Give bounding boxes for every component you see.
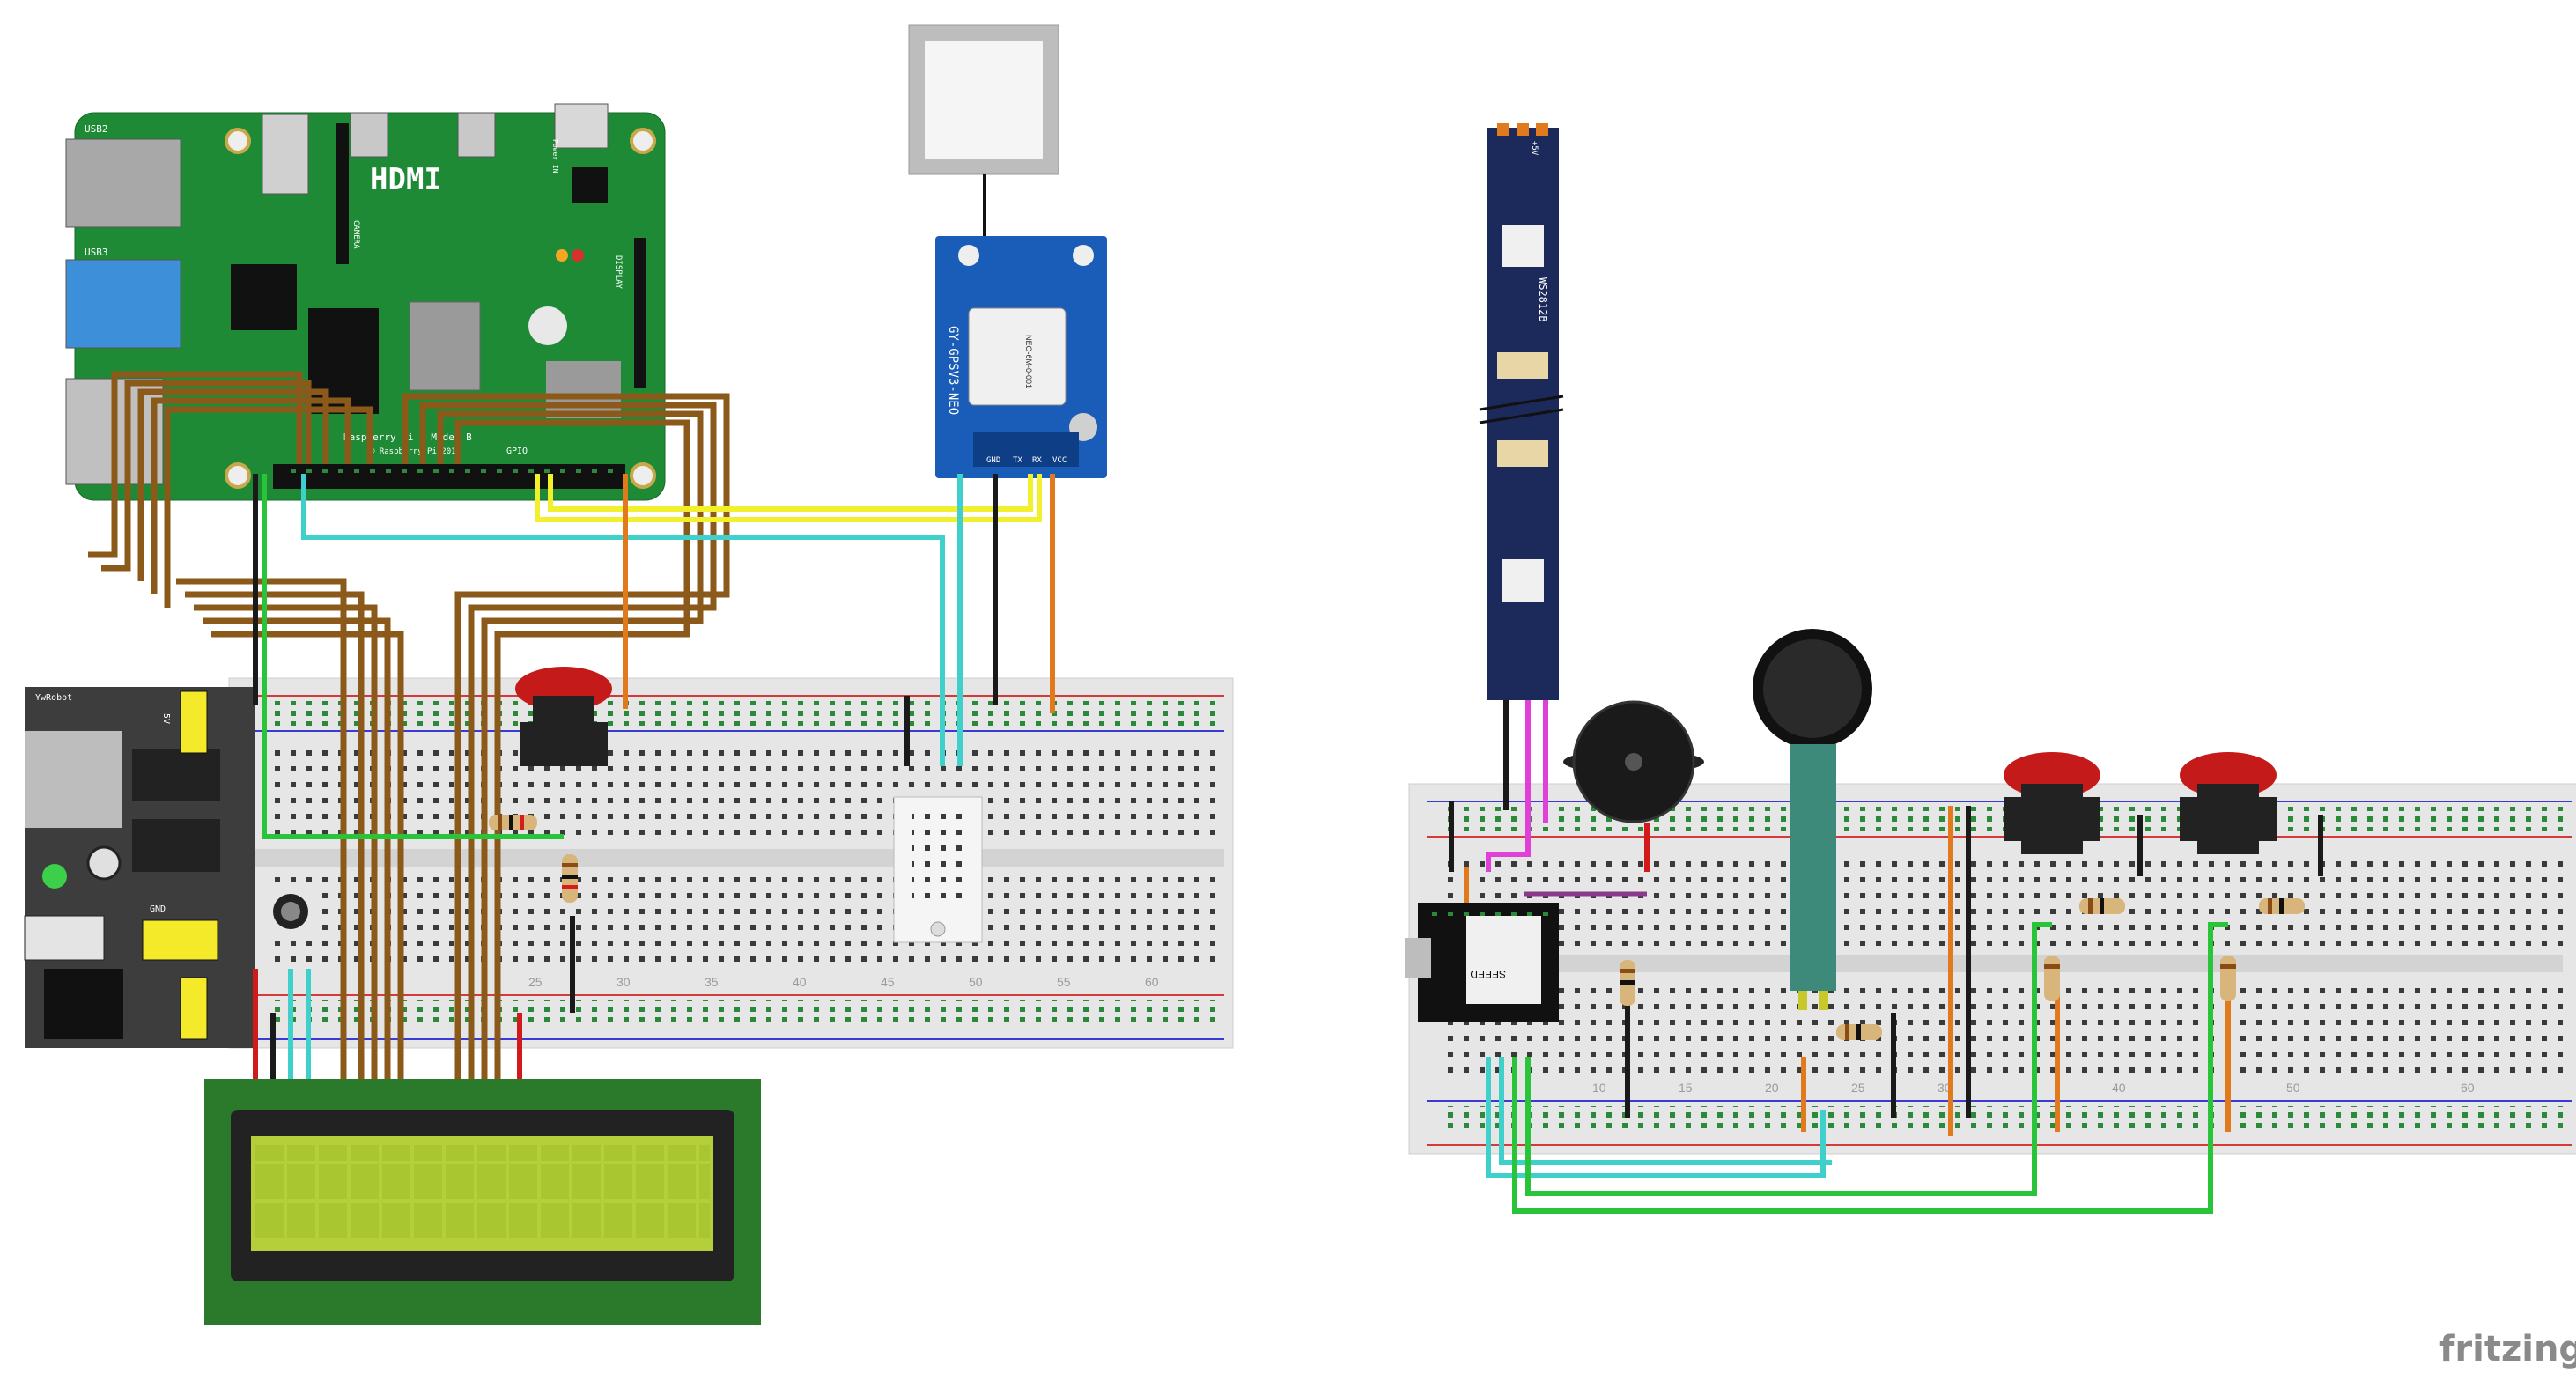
bb-right-colnum-20: 20 xyxy=(1765,1081,1779,1095)
gps-pin-rx: RX xyxy=(1032,456,1042,465)
usb-port xyxy=(25,731,122,828)
breadboard-right: 10 15 20 25 30 40 50 60 xyxy=(1408,783,2576,1155)
button[interactable] xyxy=(24,915,105,961)
gpio-header xyxy=(273,464,625,489)
bb-left-colnum-55: 55 xyxy=(1057,975,1071,989)
bb-right-colnum-25: 25 xyxy=(1851,1081,1865,1095)
dc-jack xyxy=(44,969,123,1039)
soc-chip xyxy=(231,264,297,330)
resistor-left-1 xyxy=(489,815,537,830)
wifi-shield xyxy=(409,301,481,391)
power-switch[interactable] xyxy=(86,845,122,881)
bb-left-colnum-40: 40 xyxy=(793,975,807,989)
fritzing-logo: fritzing xyxy=(2439,1329,2576,1369)
bb-left-colnum-45: 45 xyxy=(881,975,895,989)
display-connector xyxy=(634,238,646,388)
usb-c-power xyxy=(554,103,609,149)
ws2812b-led-2 xyxy=(1502,559,1544,602)
push-button-right-2[interactable] xyxy=(2180,752,2277,854)
usb2-label: USB2 xyxy=(85,123,108,135)
resistor-right-6 xyxy=(2220,956,2236,1001)
bb-left-colnum-30: 30 xyxy=(616,975,631,989)
bb-left-colnum-25: 25 xyxy=(528,975,543,989)
bb-right-colnum-30: 30 xyxy=(1938,1081,1952,1095)
usb2-port xyxy=(65,138,181,228)
gpio-label: GPIO xyxy=(506,447,528,456)
wires-right xyxy=(1449,700,2323,1214)
pm-label-brand: YwRobot xyxy=(35,693,72,703)
resistor-right-5 xyxy=(2044,956,2060,1001)
gps-antenna xyxy=(908,24,1059,242)
bb-right-colnum-50: 50 xyxy=(2286,1081,2300,1095)
bb-left-colnum-50: 50 xyxy=(969,975,983,989)
force-sensor xyxy=(1753,629,1872,1010)
bb-right-colnum-40: 40 xyxy=(2112,1081,2126,1095)
camera-label: CAMERA xyxy=(351,220,360,249)
copyright-label: © Raspberry Pi 2018 xyxy=(370,447,461,456)
jumper-header-mid xyxy=(142,919,218,961)
power-supply-module: 5V GND YwRobot xyxy=(24,687,255,1048)
pm-label-5v: 5V xyxy=(161,713,171,724)
push-button-right-1[interactable] xyxy=(2004,752,2100,854)
micro-hdmi-1 xyxy=(457,112,496,158)
gps-pin-gnd: GND xyxy=(986,456,1000,465)
neo-6m-chip xyxy=(968,307,1067,406)
micro-hdmi-0 xyxy=(350,112,388,158)
resistor-right-4 xyxy=(2259,898,2305,914)
usb3-label: USB3 xyxy=(85,247,108,258)
gps-board-label: GY-GPSV3-NEO xyxy=(946,326,960,415)
resistor-right-2 xyxy=(1836,1024,1882,1040)
resistor-left-2 xyxy=(562,854,578,903)
piezo-buzzer xyxy=(1563,700,1704,823)
breadboard-left: 25 30 35 40 45 50 55 60 xyxy=(228,677,1234,1049)
strip-chip-label: WS2812B xyxy=(1537,277,1549,322)
gps-module: GY-GPSV3-NEO NEO-6M-0-001 GND TX RX VCC xyxy=(935,236,1107,478)
bb-right-colnum-15: 15 xyxy=(1679,1081,1693,1095)
bb-right-colnum-60: 60 xyxy=(2461,1081,2475,1095)
xiao-board: SEEED xyxy=(1405,903,1559,1022)
resistor-right-1 xyxy=(1620,960,1635,1006)
ws2812b-led-1 xyxy=(1502,225,1544,267)
resistor-right-3 xyxy=(2079,898,2125,914)
gps-pin-tx: TX xyxy=(1013,456,1022,465)
raspberry-logo xyxy=(528,306,567,345)
bb-left-colnum-35: 35 xyxy=(705,975,719,989)
lcd-display xyxy=(204,1079,761,1325)
gps-pin-vcc: VCC xyxy=(1052,456,1067,465)
dht-sensor xyxy=(893,796,983,943)
bb-right-colnum-10: 10 xyxy=(1592,1081,1606,1095)
led-strip: WS2812B +5V xyxy=(1479,123,1564,700)
bb-left-colnum-60: 60 xyxy=(1145,975,1159,989)
jumper-header-top xyxy=(180,690,208,754)
display-label: DISPLAY xyxy=(614,255,623,290)
wires-left-misc xyxy=(253,474,1055,1079)
jumper-header-bottom xyxy=(180,977,208,1040)
power-label: Power IN xyxy=(551,139,559,173)
strip-pad-label: +5V xyxy=(1530,141,1539,156)
power-led xyxy=(42,864,67,889)
pm-label-gnd: GND xyxy=(150,904,166,914)
ram-chip xyxy=(308,308,379,414)
audio-jack xyxy=(262,114,309,195)
camera-connector xyxy=(336,123,349,264)
usb3-port xyxy=(65,259,181,349)
push-button-left[interactable] xyxy=(515,667,612,766)
gps-chip-text: NEO-6M-0-001 xyxy=(1024,335,1033,388)
xiao-label: SEEED xyxy=(1470,968,1506,980)
hdmi-label: HDMI xyxy=(370,162,442,197)
potentiometer[interactable] xyxy=(264,885,317,938)
